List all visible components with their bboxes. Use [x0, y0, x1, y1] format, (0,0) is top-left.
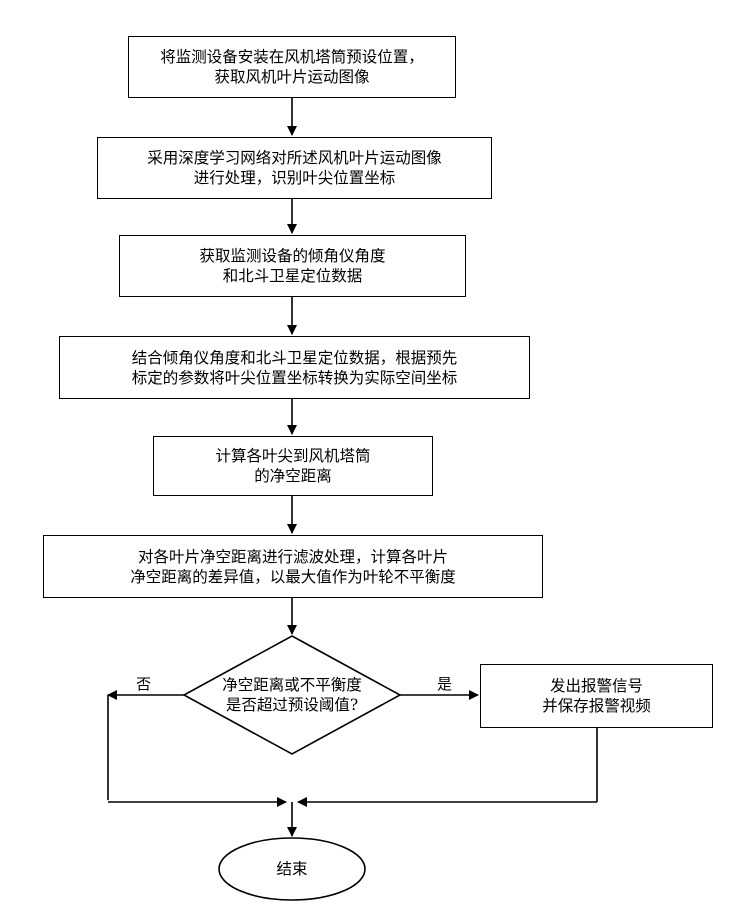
decision-line-2: 是否超过预设阈值?	[226, 695, 358, 715]
step-1-line-1: 将监测设备安装在风机塔筒预设位置，	[160, 47, 424, 67]
no-label: 否	[136, 673, 151, 694]
step-4-line-1: 结合倾角仪角度和北斗卫星定位数据，根据预先	[132, 348, 458, 368]
step-5-line-2: 的净空距离	[254, 466, 332, 486]
step-3-box: 获取监测设备的倾角仪角度 和北斗卫星定位数据	[119, 235, 466, 297]
step-6-box: 对各叶片净空距离进行滤波处理，计算各叶片 净空距离的差异值，以最大值作为叶轮不平…	[43, 535, 543, 598]
step-1-box: 将监测设备安装在风机塔筒预设位置， 获取风机叶片运动图像	[128, 36, 456, 98]
step-1-line-2: 获取风机叶片运动图像	[214, 67, 369, 87]
step-6-line-1: 对各叶片净空距离进行滤波处理，计算各叶片	[138, 547, 448, 567]
alarm-line-1: 发出报警信号	[550, 676, 643, 696]
alarm-box: 发出报警信号 并保存报警视频	[480, 664, 713, 728]
step-5-line-1: 计算各叶尖到风机塔筒	[215, 446, 370, 466]
step-3-line-1: 获取监测设备的倾角仪角度	[199, 246, 385, 266]
alarm-line-2: 并保存报警视频	[542, 696, 651, 716]
step-4-line-2: 标定的参数将叶尖位置坐标转换为实际空间坐标	[132, 368, 458, 388]
end-label: 结束	[276, 859, 307, 879]
decision-line-1: 净空距离或不平衡度	[222, 675, 362, 695]
step-5-box: 计算各叶尖到风机塔筒 的净空距离	[153, 436, 433, 496]
step-2-box: 采用深度学习网络对所述风机叶片运动图像 进行处理，识别叶尖位置坐标	[97, 137, 492, 199]
step-3-line-2: 和北斗卫星定位数据	[223, 266, 363, 286]
yes-label: 是	[437, 673, 452, 694]
step-2-line-1: 采用深度学习网络对所述风机叶片运动图像	[147, 148, 442, 168]
decision-text: 净空距离或不平衡度 是否超过预设阈值?	[192, 670, 392, 720]
end-text: 结束	[232, 857, 352, 881]
step-4-box: 结合倾角仪角度和北斗卫星定位数据，根据预先 标定的参数将叶尖位置坐标转换为实际空…	[59, 336, 530, 399]
step-2-line-2: 进行处理，识别叶尖位置坐标	[194, 168, 396, 188]
step-6-line-2: 净空距离的差异值，以最大值作为叶轮不平衡度	[130, 567, 456, 587]
